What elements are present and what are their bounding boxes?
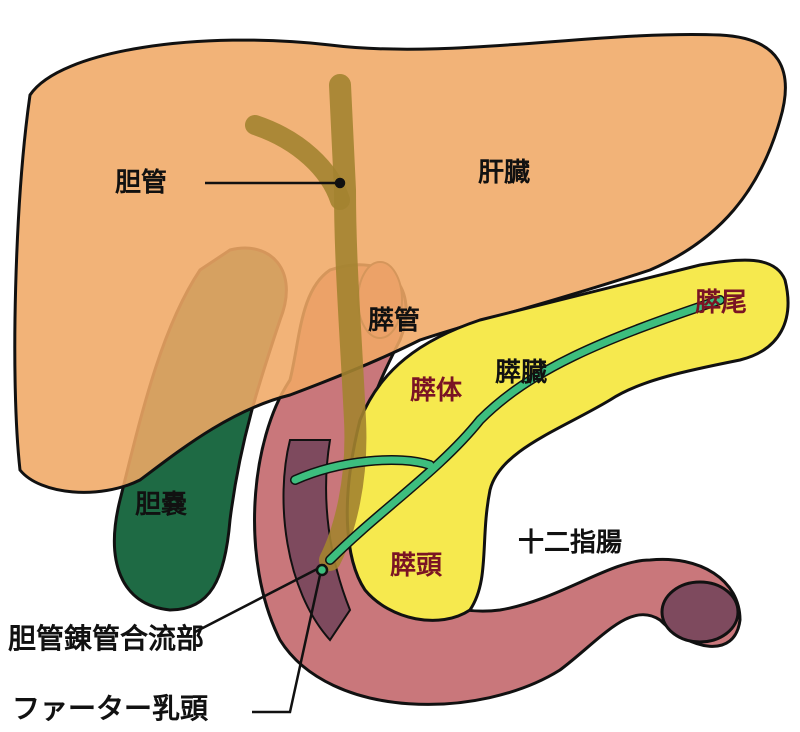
label-pancreas-head: 膵頭 xyxy=(390,551,443,581)
label-junction: 胆管錬管合流部 xyxy=(8,622,205,655)
label-pancreatic-duct: 膵管 xyxy=(368,306,421,336)
liver xyxy=(13,32,787,494)
label-gallbladder: 胆嚢 xyxy=(135,490,188,520)
label-duodenum: 十二指腸 xyxy=(518,528,623,558)
label-bile-duct: 胆管 xyxy=(115,168,168,198)
label-pancreas-body: 膵体 xyxy=(410,376,463,406)
leader-lines xyxy=(194,177,346,714)
label-pancreas-tail: 膵尾 xyxy=(695,288,748,318)
label-pancreas: 膵臓 xyxy=(495,358,548,388)
pancreas xyxy=(345,258,790,622)
label-liver: 肝臓 xyxy=(478,158,531,188)
label-papilla: ファーター乳頭 xyxy=(12,692,209,725)
bile-duct xyxy=(319,74,367,571)
